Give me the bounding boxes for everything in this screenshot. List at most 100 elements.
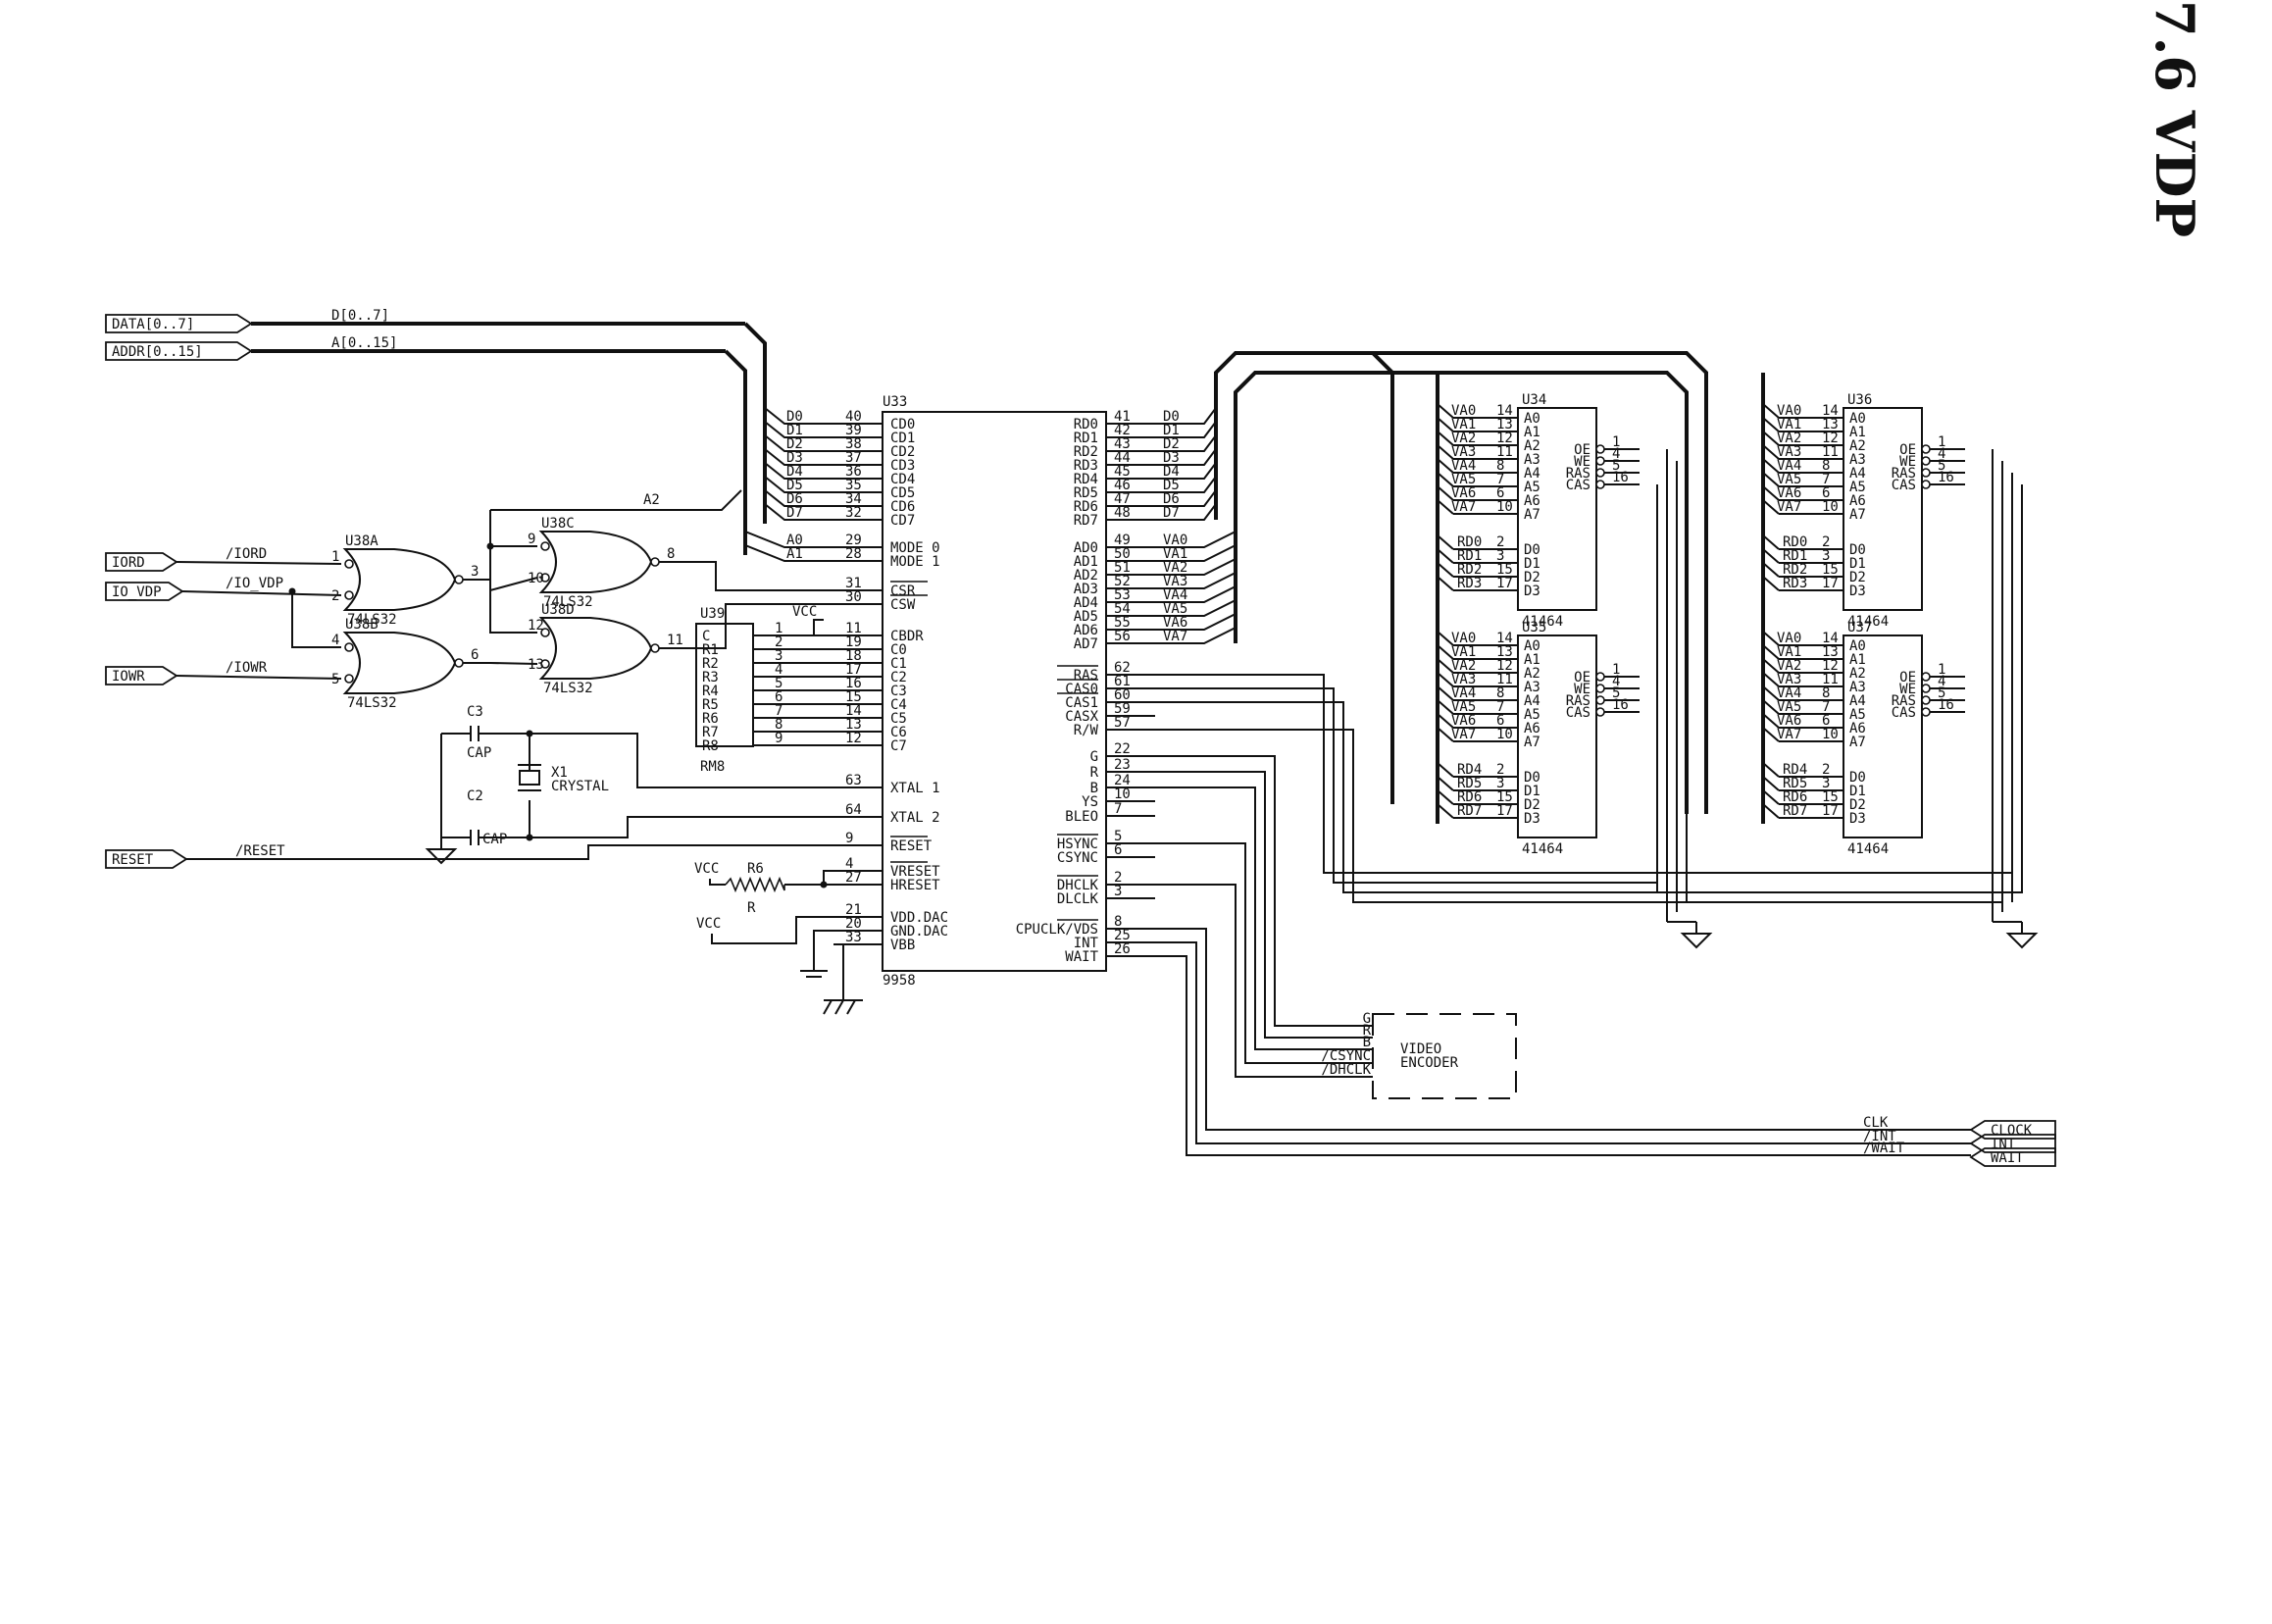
data-bus-trunk <box>743 322 767 524</box>
bus-entry <box>1762 534 1780 550</box>
rd-bus-a <box>1214 351 1394 804</box>
u33-pin-name: CSYNC <box>1057 850 1098 866</box>
wire-u38b-out <box>463 662 538 665</box>
u33-net-A1 <box>744 544 833 562</box>
u39-pinnum: 9 <box>775 731 783 746</box>
dram-addr-name: A2 <box>1849 666 1866 682</box>
bus-entry <box>1762 548 1780 564</box>
dram-data-net: RD2 <box>1783 562 1807 578</box>
wire-enc-4 <box>1155 884 1373 1078</box>
dram-data-net: RD6 <box>1783 789 1807 805</box>
encoder-input-label: R <box>1363 1023 1372 1039</box>
dram-addr-pin: 11 <box>1822 444 1839 460</box>
dram-addr-net: VA2 <box>1777 658 1801 674</box>
dram-data-net: RD7 <box>1457 803 1482 819</box>
dram-addr-name: A4 <box>1849 466 1866 482</box>
chassis-gnd <box>823 999 833 1015</box>
u33-pinnum: 18 <box>845 648 862 664</box>
u33-pinnum: 32 <box>845 505 862 521</box>
inversion-bubble <box>1595 456 1605 466</box>
bus-entry <box>1437 776 1454 791</box>
dram-addr-pin: 12 <box>1822 431 1839 446</box>
dram-addr-net: VA7 <box>1777 499 1801 515</box>
dram-ctrl-name: RAS <box>1566 466 1590 482</box>
u33-pin-name: RD6 <box>1074 499 1098 515</box>
net-label: VA0 <box>1163 533 1187 548</box>
u33-pin-name: INT <box>1074 936 1099 951</box>
dram-addr-net: VA5 <box>1777 472 1801 487</box>
u33-pin-name: HRESET <box>890 878 940 893</box>
dram-addr-net: VA0 <box>1777 403 1801 419</box>
net-label: D7 <box>786 505 803 521</box>
dram-data-name: D0 <box>1849 542 1866 558</box>
dram-data-name: D3 <box>1849 811 1866 827</box>
u38a-gate-pin-in2: 2 <box>331 588 339 604</box>
bus-entry <box>1762 458 1780 474</box>
dram-ctrl-name: CAS <box>1892 478 1916 493</box>
rd-bus-b <box>1234 371 1689 814</box>
u33-pin-name: VDD.DAC <box>890 910 948 926</box>
wire-iowr <box>176 675 342 680</box>
u33-pinnum: 24 <box>1114 773 1131 788</box>
dram-addr-pin: 10 <box>1496 499 1513 515</box>
x1-type: CRYSTAL <box>551 779 609 794</box>
u33-pin-name: RD5 <box>1074 485 1098 501</box>
r-ref: R <box>747 900 756 916</box>
bus-entry <box>1762 713 1780 729</box>
dram-addr-name: A3 <box>1849 680 1866 695</box>
u33-pinnum: 35 <box>845 478 862 493</box>
u33-pinnum: 44 <box>1114 450 1131 466</box>
u33-pin-name: C0 <box>890 642 907 658</box>
u33-pinnum: 53 <box>1114 587 1131 603</box>
u33-pinnum: 26 <box>1114 941 1131 957</box>
u33-pinnum: 6 <box>1114 842 1122 858</box>
dram-data-net: RD3 <box>1457 576 1482 591</box>
u39-pin-name: R5 <box>702 697 719 713</box>
dram-data-name: D1 <box>1524 784 1540 799</box>
u33-pin-name: CD3 <box>890 458 915 474</box>
dram-ctrl-pin: 5 <box>1938 685 1945 701</box>
u33-pin-name: XTAL 1 <box>890 781 940 796</box>
bus-entry <box>1762 472 1780 487</box>
u33-pin-name: G <box>1090 749 1098 765</box>
dram-data-pin: 2 <box>1822 762 1830 778</box>
u33-pinnum: 41 <box>1114 409 1131 425</box>
inversion-bubble <box>344 559 354 569</box>
u33-net-D3 <box>764 448 833 466</box>
wire-clk <box>1155 928 1971 1131</box>
chassis-gnd <box>846 999 856 1015</box>
net-label: VA5 <box>1163 601 1187 617</box>
inversion-bubble <box>454 575 464 584</box>
dram-data-net: RD6 <box>1457 789 1482 805</box>
wire-wait <box>1155 955 1971 1156</box>
inversion-bubble <box>650 557 660 567</box>
port-data <box>105 314 253 333</box>
u33-net-D5 <box>1155 476 1217 493</box>
u33-pin-name: CD7 <box>890 513 915 529</box>
u33-pin-name: C3 <box>890 684 907 699</box>
dram-addr-name: A3 <box>1524 452 1540 468</box>
dram-addr-name: A4 <box>1524 693 1540 709</box>
u33-pinnum: 23 <box>1114 757 1131 773</box>
dram-addr-net: VA0 <box>1451 403 1476 419</box>
dram-data-net: RD5 <box>1457 776 1482 791</box>
u33-pinnum: 3 <box>1114 884 1122 899</box>
bus-entry <box>1762 727 1780 742</box>
u33-pin-name: RD2 <box>1074 444 1098 460</box>
u38d-gate-type: 74LS32 <box>543 681 593 696</box>
net-label: A0 <box>786 533 803 548</box>
u33-net-VA5 <box>1155 599 1237 617</box>
dram-addr-net: VA5 <box>1777 699 1801 715</box>
dram-ctrl-pin: 1 <box>1612 434 1620 450</box>
u33-pin-name: R/W <box>1074 723 1099 738</box>
dram-data-pin: 15 <box>1822 562 1839 578</box>
u33-pin-name: WAIT <box>1065 949 1098 965</box>
dram-addr-name: A2 <box>1849 438 1866 454</box>
bus-entry <box>1762 658 1780 674</box>
x1-ref: X1 <box>551 765 568 781</box>
dram-addr-net: VA5 <box>1451 699 1476 715</box>
u33-pinnum: 37 <box>845 450 862 466</box>
u33-pinnum: 25 <box>1114 928 1131 943</box>
inversion-bubble <box>1921 444 1931 454</box>
dram-ctrl-name: OE <box>1574 442 1590 458</box>
